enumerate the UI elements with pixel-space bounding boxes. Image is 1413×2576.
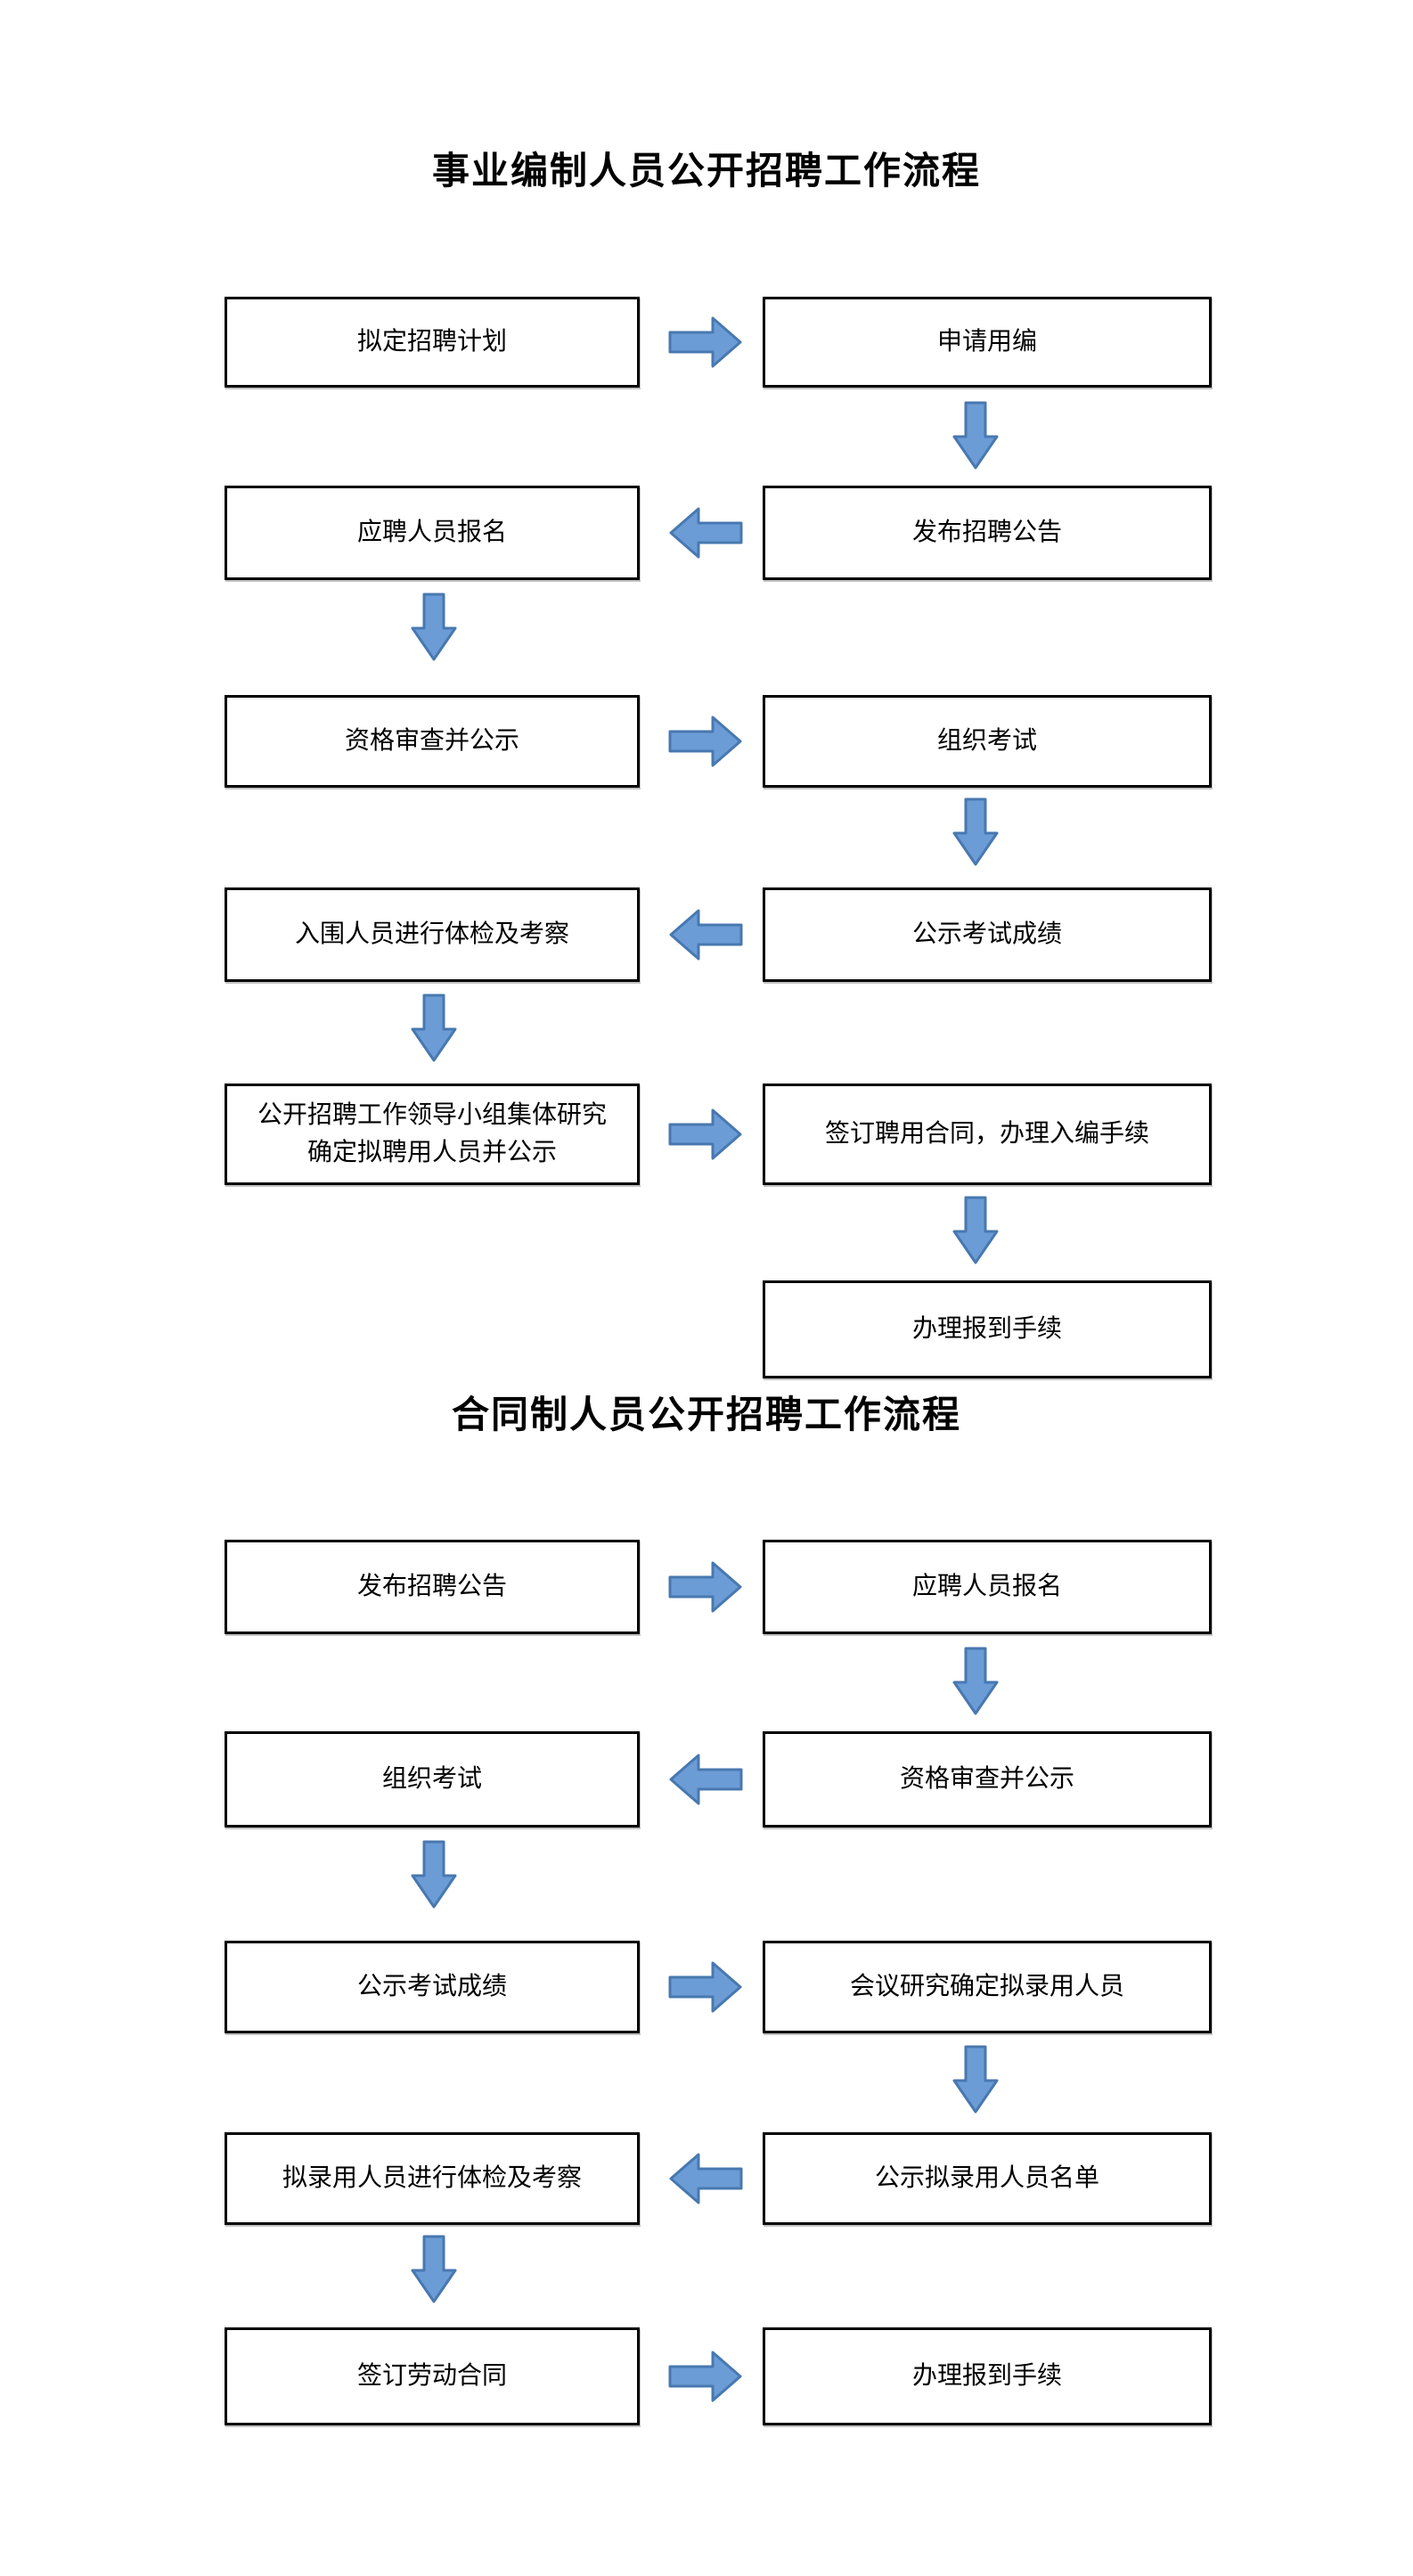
arrow-down-icon — [410, 994, 458, 1063]
flow1-step-qualification-review-publicity: 资格审查并公示 — [225, 695, 640, 788]
flow2-step-qualification-review-publicity: 资格审查并公示 — [763, 1731, 1212, 1828]
flow1-step-publish-recruitment-announcement: 发布招聘公告 — [763, 486, 1212, 580]
arrow-left-icon — [668, 907, 743, 962]
arrow-down-icon — [410, 2235, 458, 2304]
flow1-step-publicize-exam-results: 公示考试成绩 — [763, 887, 1212, 982]
arrow-right-icon — [668, 714, 743, 769]
flow1-step-candidate-registration: 应聘人员报名 — [225, 486, 640, 580]
flow1-step-sign-employment-contract: 签订聘用合同，办理入编手续 — [763, 1084, 1212, 1185]
arrow-down-icon — [952, 401, 1000, 470]
flow2-step-sign-labor-contract: 签订劳动合同 — [225, 2327, 640, 2425]
flow1-step-report-procedures: 办理报到手续 — [763, 1280, 1212, 1378]
arrow-down-icon — [410, 1840, 458, 1910]
flow1-step-draft-recruitment-plan: 拟定招聘计划 — [225, 297, 640, 388]
arrow-down-icon — [952, 1647, 1000, 1716]
flow1-step-shortlist-physical-exam-inspection: 入围人员进行体检及考察 — [225, 887, 640, 982]
flow1-step-leading-group-research-publicity: 公开招聘工作领导小组集体研究 确定拟聘用人员并公示 — [225, 1084, 640, 1185]
arrow-down-icon — [952, 1196, 1000, 1265]
arrow-right-icon — [668, 315, 743, 370]
arrow-right-icon — [668, 1959, 743, 2015]
flow1-step-apply-staffing-quota: 申请用编 — [763, 297, 1212, 388]
flow1-step-organize-exam: 组织考试 — [763, 695, 1212, 788]
arrow-left-icon — [668, 505, 743, 560]
arrow-right-icon — [668, 1107, 743, 1162]
flow2-step-report-procedures: 办理报到手续 — [763, 2327, 1212, 2425]
arrow-right-icon — [668, 2349, 743, 2404]
flow2-step-candidate-registration: 应聘人员报名 — [763, 1540, 1212, 1634]
flowchart2-title: 合同制人员公开招聘工作流程 — [451, 1395, 961, 1436]
arrow-down-icon — [410, 593, 458, 662]
arrow-down-icon — [952, 2045, 1000, 2114]
arrow-down-icon — [952, 797, 1000, 867]
flow2-step-publicize-exam-results: 公示考试成绩 — [225, 1941, 640, 2033]
arrow-right-icon — [668, 1559, 743, 1615]
flow2-step-candidates-physical-exam-inspection: 拟录用人员进行体检及考察 — [225, 2132, 640, 2225]
flow2-step-publish-recruitment-announcement: 发布招聘公告 — [225, 1540, 640, 1634]
flow2-step-organize-exam: 组织考试 — [225, 1731, 640, 1828]
arrow-left-icon — [668, 2151, 743, 2206]
flowchart1-title: 事业编制人员公开招聘工作流程 — [431, 151, 981, 192]
flow2-step-publicize-candidate-list: 公示拟录用人员名单 — [763, 2132, 1212, 2225]
flow2-step-meeting-determine-candidates: 会议研究确定拟录用人员 — [763, 1941, 1212, 2033]
arrow-left-icon — [668, 1752, 743, 1807]
